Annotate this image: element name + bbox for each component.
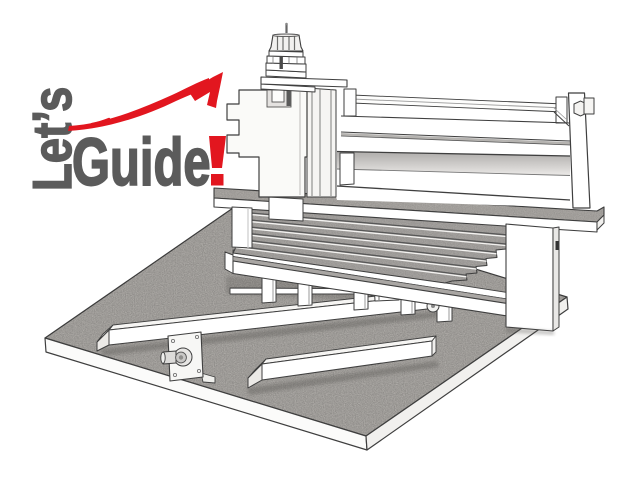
svg-text:Guide: Guide xyxy=(72,126,211,200)
svg-text:Let’s: Let’s xyxy=(21,87,83,191)
